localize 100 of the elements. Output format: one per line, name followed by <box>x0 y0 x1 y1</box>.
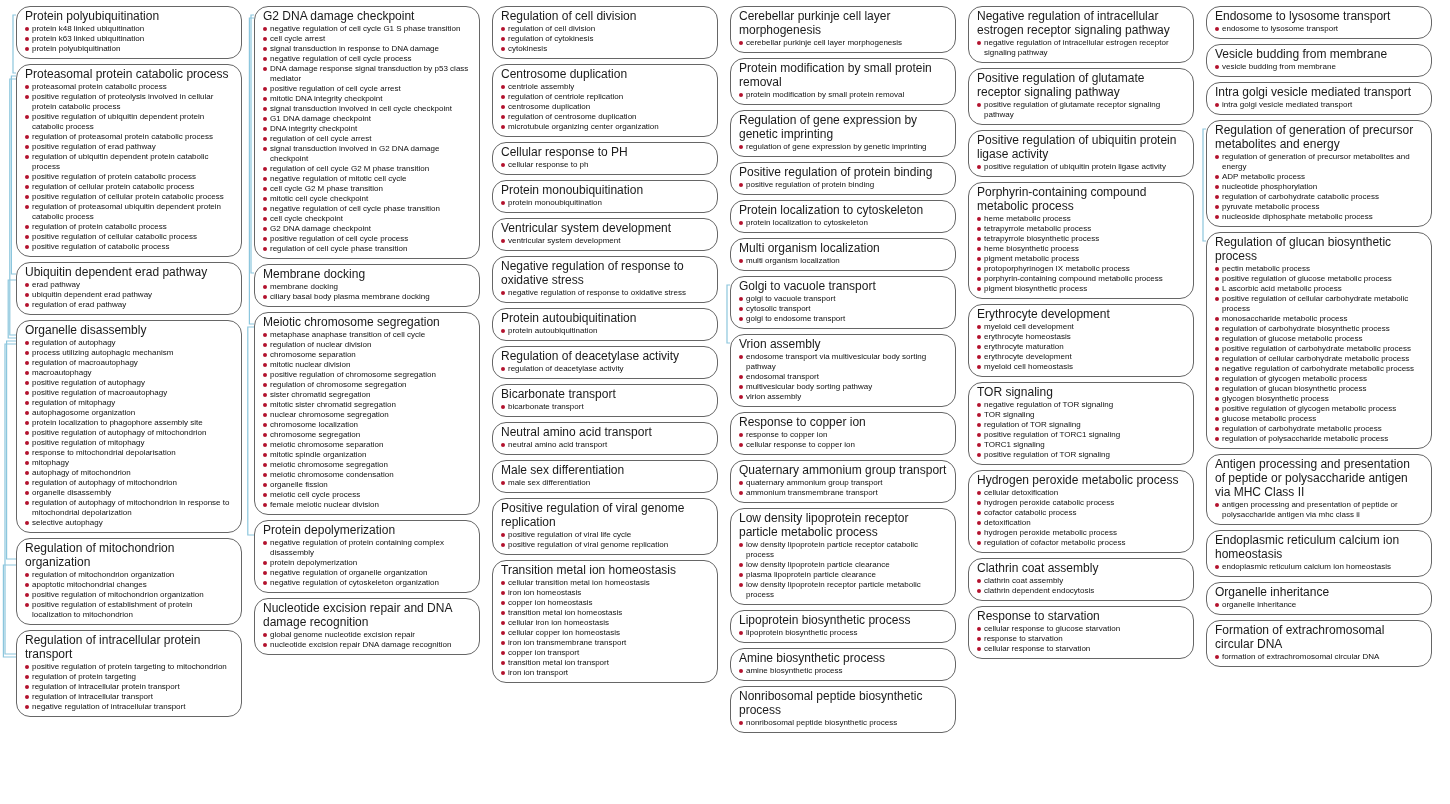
cluster-card <box>492 498 718 555</box>
term-label: metaphase anaphase transition of cell cycle <box>263 330 471 340</box>
cluster-card <box>1206 232 1432 449</box>
term-label: regulation of carbohydrate catabolic process <box>1215 192 1423 202</box>
cluster-title: Transition metal ion homeostasis <box>501 563 677 577</box>
term-label: ammonium transmembrane transport <box>739 488 947 498</box>
cluster-card <box>492 218 718 251</box>
term-label: regulation of mitophagy <box>25 398 233 408</box>
term-label: positive regulation of establishment of protein localization to mitochondrion <box>25 600 233 620</box>
term-label: positive regulation of autophagy <box>25 378 233 388</box>
cluster-card <box>1206 44 1432 77</box>
term-label: regulation of deacetylase activity <box>501 364 709 374</box>
term-label: plasma lipoprotein particle clearance <box>739 570 947 580</box>
term-label: protein k48 linked ubiquitination <box>25 24 233 34</box>
cluster-title: Ventricular system development <box>501 221 673 235</box>
term-label: protein localization to phagophore assembly site <box>25 418 233 428</box>
term-label: cell cycle G2 M phase transition <box>263 184 471 194</box>
term-label: positive regulation of TORC1 signaling <box>977 430 1185 440</box>
cluster-card <box>492 6 718 59</box>
cluster-card <box>730 58 956 105</box>
term-label: nuclear chromosome segregation <box>263 410 471 420</box>
term-label: organelle disassembly <box>25 488 233 498</box>
cluster-card <box>16 64 242 257</box>
cluster-title: TOR signaling <box>977 385 1054 399</box>
term-label: sister chromatid segregation <box>263 390 471 400</box>
cluster-card <box>492 64 718 137</box>
term-label: cellular transition metal ion homeostasis <box>501 578 709 588</box>
edge-line <box>726 284 731 344</box>
term-label: pigment biosynthetic process <box>977 284 1185 294</box>
term-label: hydrogen peroxide metabolic process <box>977 528 1185 538</box>
cluster-card <box>492 256 718 303</box>
cluster-title: Formation of extrachromosomal circular DNA <box>1215 623 1386 651</box>
term-label: cell cycle arrest <box>263 34 471 44</box>
cluster-card <box>16 320 242 533</box>
term-label: virion assembly <box>739 392 947 402</box>
term-label: protein autoubiquitination <box>501 326 709 336</box>
cluster-card <box>492 180 718 213</box>
term-label: ADP metabolic process <box>1215 172 1423 182</box>
cluster-title: G2 DNA damage checkpoint <box>263 9 416 23</box>
term-label: meiotic chromosome segregation <box>263 460 471 470</box>
cluster-card <box>730 460 956 503</box>
term-label: antigen processing and presentation of peptide or polysaccharide antigen via mhc class ii <box>1215 500 1423 520</box>
term-label: negative regulation of intracellular transport <box>25 702 233 712</box>
term-label: regulation of proteasomal protein catabolic process <box>25 132 233 142</box>
cluster-title: Nucleotide excision repair and DNA damage recognition <box>263 601 454 629</box>
term-label: microtubule organizing center organization <box>501 122 709 132</box>
term-label: nonribosomal peptide biosynthetic process <box>739 718 947 728</box>
term-label: positive regulation of viral life cycle <box>501 530 709 540</box>
cluster-title: Hydrogen peroxide metabolic process <box>977 473 1180 487</box>
cluster-title: Multi organism localization <box>739 241 881 255</box>
term-label: ciliary basal body plasma membrane docking <box>263 292 471 302</box>
term-label: pectin metabolic process <box>1215 264 1423 274</box>
term-label: positive regulation of TOR signaling <box>977 450 1185 460</box>
term-label: regulation of intracellular protein transport <box>25 682 233 692</box>
term-label: cellular response to starvation <box>977 644 1185 654</box>
cluster-card <box>968 130 1194 177</box>
term-label: positive regulation of viral genome replication <box>501 540 709 550</box>
cluster-title: Protein depolymerization <box>263 523 397 537</box>
term-label: negative regulation of carbohydrate metabolic process <box>1215 364 1423 374</box>
term-label: meiotic cell cycle process <box>263 490 471 500</box>
cluster-title: Clathrin coat assembly <box>977 561 1100 575</box>
cluster-title: Vrion assembly <box>739 337 822 351</box>
cluster-title: Regulation of deacetylase activity <box>501 349 681 363</box>
cluster-card <box>730 334 956 407</box>
cluster-card <box>16 6 242 59</box>
cluster-card <box>1206 454 1432 525</box>
term-label: negative regulation of TOR signaling <box>977 400 1185 410</box>
term-label: protein k63 linked ubiquitination <box>25 34 233 44</box>
cluster-card <box>492 308 718 341</box>
term-label: negative regulation of cell cycle phase transition <box>263 204 471 214</box>
term-label: positive regulation of autophagy of mitochondrion <box>25 428 233 438</box>
cluster-title: Antigen processing and presentation of peptide or polysaccharide antigen via MHC Class II <box>1215 457 1411 499</box>
cluster-card <box>968 606 1194 659</box>
term-label: negative regulation of intracellular estrogen receptor signaling pathway <box>977 38 1185 58</box>
cluster-title: Positive regulation of glutamate receptor signaling pathway <box>977 71 1146 99</box>
cluster-card <box>254 264 480 307</box>
term-label: positive regulation of macroautophagy <box>25 388 233 398</box>
cluster-title: Lipoprotein biosynthetic process <box>739 613 912 627</box>
term-label: regulation of cellular carbohydrate metabolic process <box>1215 354 1423 364</box>
term-label: erythrocyte homeostasis <box>977 332 1185 342</box>
term-label: regulation of centrosome duplication <box>501 112 709 122</box>
term-label: copper ion transport <box>501 648 709 658</box>
term-label: monosaccharide metabolic process <box>1215 314 1423 324</box>
term-label: porphyrin-containing compound metabolic process <box>977 274 1185 284</box>
cluster-card <box>730 412 956 455</box>
term-label: mitotic spindle organization <box>263 450 471 460</box>
term-label: cellular iron ion homeostasis <box>501 618 709 628</box>
term-label: protein depolymerization <box>263 558 471 568</box>
term-label: proteasomal protein catabolic process <box>25 82 233 92</box>
term-label: cell cycle checkpoint <box>263 214 471 224</box>
cluster-title: Protein polyubiquitination <box>25 9 161 23</box>
term-label: regulation of generation of precursor metabolites and energy <box>1215 152 1423 172</box>
term-label: myeloid cell homeostasis <box>977 362 1185 372</box>
term-label: protein polyubiquitination <box>25 44 233 54</box>
term-label: tetrapyrrole biosynthetic process <box>977 234 1185 244</box>
term-label: signal transduction involved in cell cycle checkpoint <box>263 104 471 114</box>
cluster-card <box>968 182 1194 299</box>
term-label: membrane docking <box>263 282 471 292</box>
edge-line <box>4 343 17 655</box>
term-label: regulation of nuclear division <box>263 340 471 350</box>
